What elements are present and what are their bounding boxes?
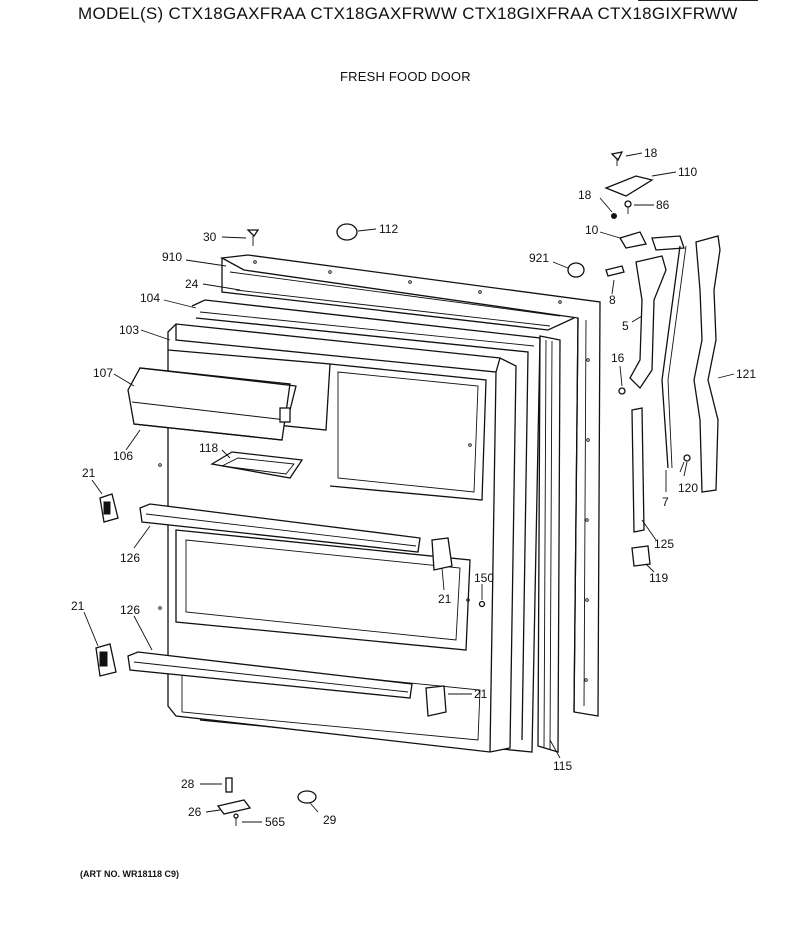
part-label: 921: [529, 251, 549, 265]
part-label: 115: [553, 759, 572, 773]
part-label: 10: [585, 223, 599, 237]
art-number: (ART NO. WR18118 C9): [80, 869, 180, 879]
part-label: 107: [93, 366, 113, 380]
top-rule: [638, 0, 758, 1]
part-label: 565: [265, 815, 285, 829]
part-label: 112: [379, 222, 398, 236]
part-label: 121: [736, 367, 756, 381]
part-label: 28: [181, 777, 195, 791]
part-label: 21: [71, 599, 85, 613]
part-label: 24: [185, 277, 199, 291]
part-label: 21: [82, 466, 96, 480]
dairy-door: [127, 367, 297, 441]
part-label: 126: [120, 603, 140, 617]
part-label: 103: [119, 323, 139, 337]
part-label: 125: [654, 537, 674, 551]
part-label: 30: [203, 230, 217, 244]
part-label: 18: [644, 146, 658, 160]
part-label: 21: [474, 687, 488, 701]
part-label: 18: [578, 188, 592, 202]
outer-door-panel: [219, 254, 601, 717]
part-label: 8: [609, 293, 616, 307]
part-label: 29: [323, 813, 337, 827]
part-label: 150: [474, 571, 494, 585]
rail-end-caps: [95, 493, 453, 717]
model-list: MODEL(S) CTX18GAXFRAA CTX18GAXFRWW CTX18…: [78, 4, 738, 23]
breaker-frame: [191, 289, 551, 753]
door-rail-lower: [127, 651, 413, 699]
section-title: FRESH FOOD DOOR: [340, 69, 471, 84]
part-label: 120: [678, 481, 698, 495]
part-label: 118: [199, 441, 218, 455]
handle-assembly: [604, 175, 721, 567]
leader-lines: [83, 152, 735, 823]
small-hardware: [216, 151, 691, 826]
part-labels: 18 110 18 86 30 112 10 910 921 24 8 104 …: [71, 146, 756, 829]
part-label: 126: [120, 551, 140, 565]
part-label: 21: [438, 592, 452, 606]
part-label: 86: [656, 198, 670, 212]
door-gasket: [537, 335, 561, 753]
part-label: 5: [622, 319, 629, 333]
part-label: 910: [162, 250, 182, 264]
part-label: 110: [678, 165, 697, 179]
part-label: 119: [649, 571, 668, 585]
part-label: 7: [662, 495, 669, 509]
door-rail-upper: [139, 503, 421, 553]
part-label: 106: [113, 449, 133, 463]
part-label: 104: [140, 291, 160, 305]
butter-shelf: [210, 451, 304, 479]
part-label: 26: [188, 805, 202, 819]
part-label: 16: [611, 351, 625, 365]
